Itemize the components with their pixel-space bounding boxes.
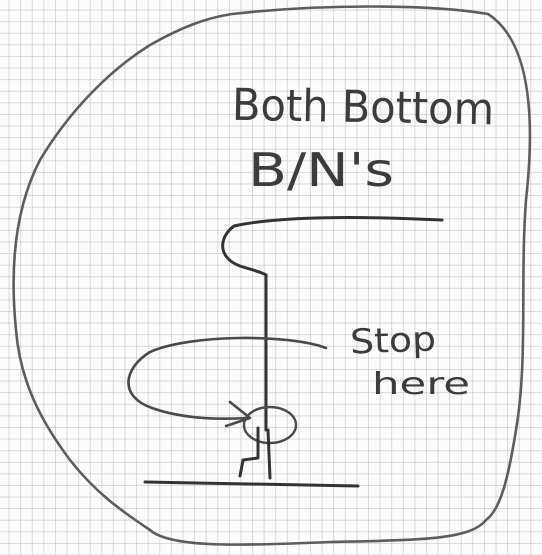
- title-line-1: Both Bottom: [232, 80, 495, 136]
- curved-arrow-path: [128, 338, 326, 419]
- note-line-2: here: [372, 367, 470, 402]
- stand-right-leg: [268, 430, 270, 478]
- stem-top-curve: [223, 218, 442, 275]
- note-line-1: Stop: [349, 319, 436, 362]
- base-line: [145, 482, 358, 486]
- stop-circle: [244, 407, 296, 443]
- title-line-2: B/N's: [248, 143, 394, 197]
- arrow-head-icon: [226, 402, 250, 426]
